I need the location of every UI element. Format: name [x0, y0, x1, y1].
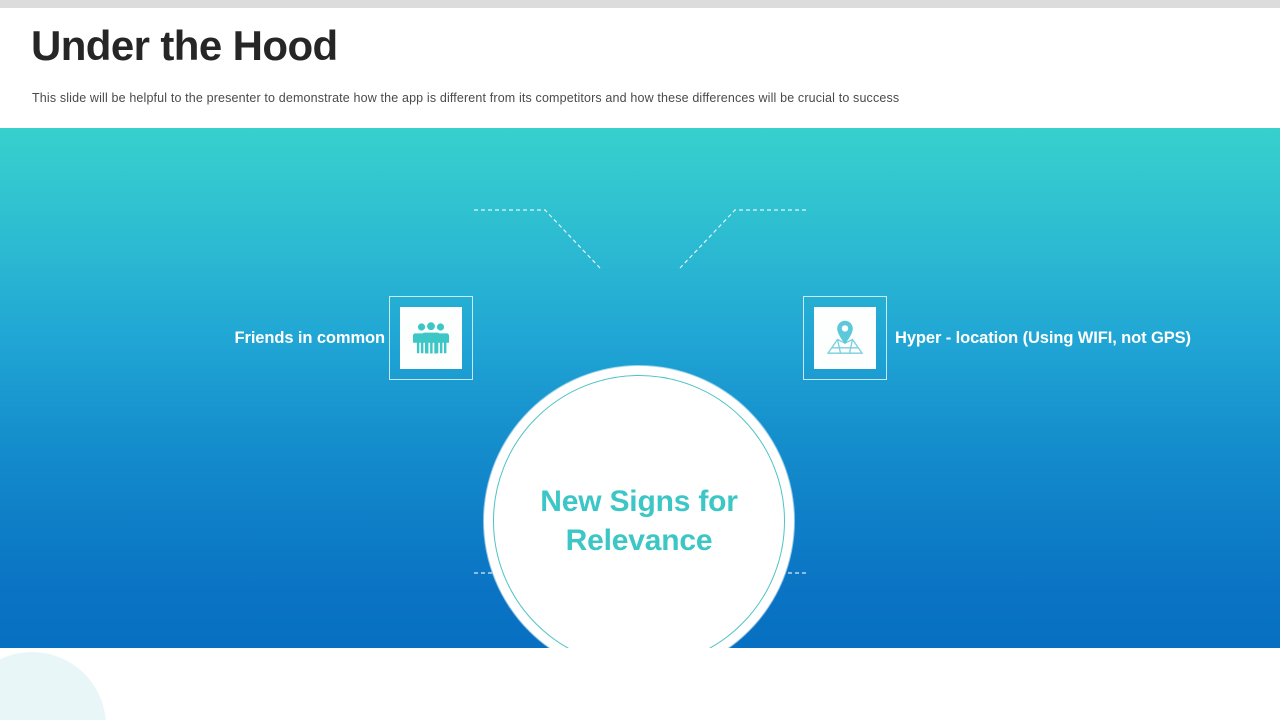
decorative-circle [0, 652, 106, 720]
node-label-hyper-location: Hyper - location (Using WIFI, not GPS) [895, 329, 1191, 347]
slide-header: Under the Hood This slide will be helpfu… [0, 8, 1280, 128]
icon-plate [400, 307, 462, 369]
node-friends-in-common[interactable] [389, 296, 473, 380]
node-label-friends-in-common: Friends in common [234, 329, 386, 347]
three-people-icon [413, 322, 449, 354]
center-circle: New Signs for Relevance [484, 366, 794, 648]
map-pin-icon [826, 320, 864, 356]
page-title: Under the Hood [31, 22, 338, 69]
center-circle-inner-ring [493, 375, 785, 648]
node-hyper-location[interactable] [803, 296, 887, 380]
page-subtitle: This slide will be helpful to the presen… [32, 91, 900, 105]
center-circle-text: New Signs for Relevance [484, 366, 794, 648]
icon-plate [814, 307, 876, 369]
center-text-line-1: New Signs for [540, 485, 738, 518]
top-gray-strip [0, 0, 1280, 8]
diagram-panel: New Signs for Relevance [0, 128, 1280, 648]
center-text-line-2: Relevance [565, 524, 713, 557]
